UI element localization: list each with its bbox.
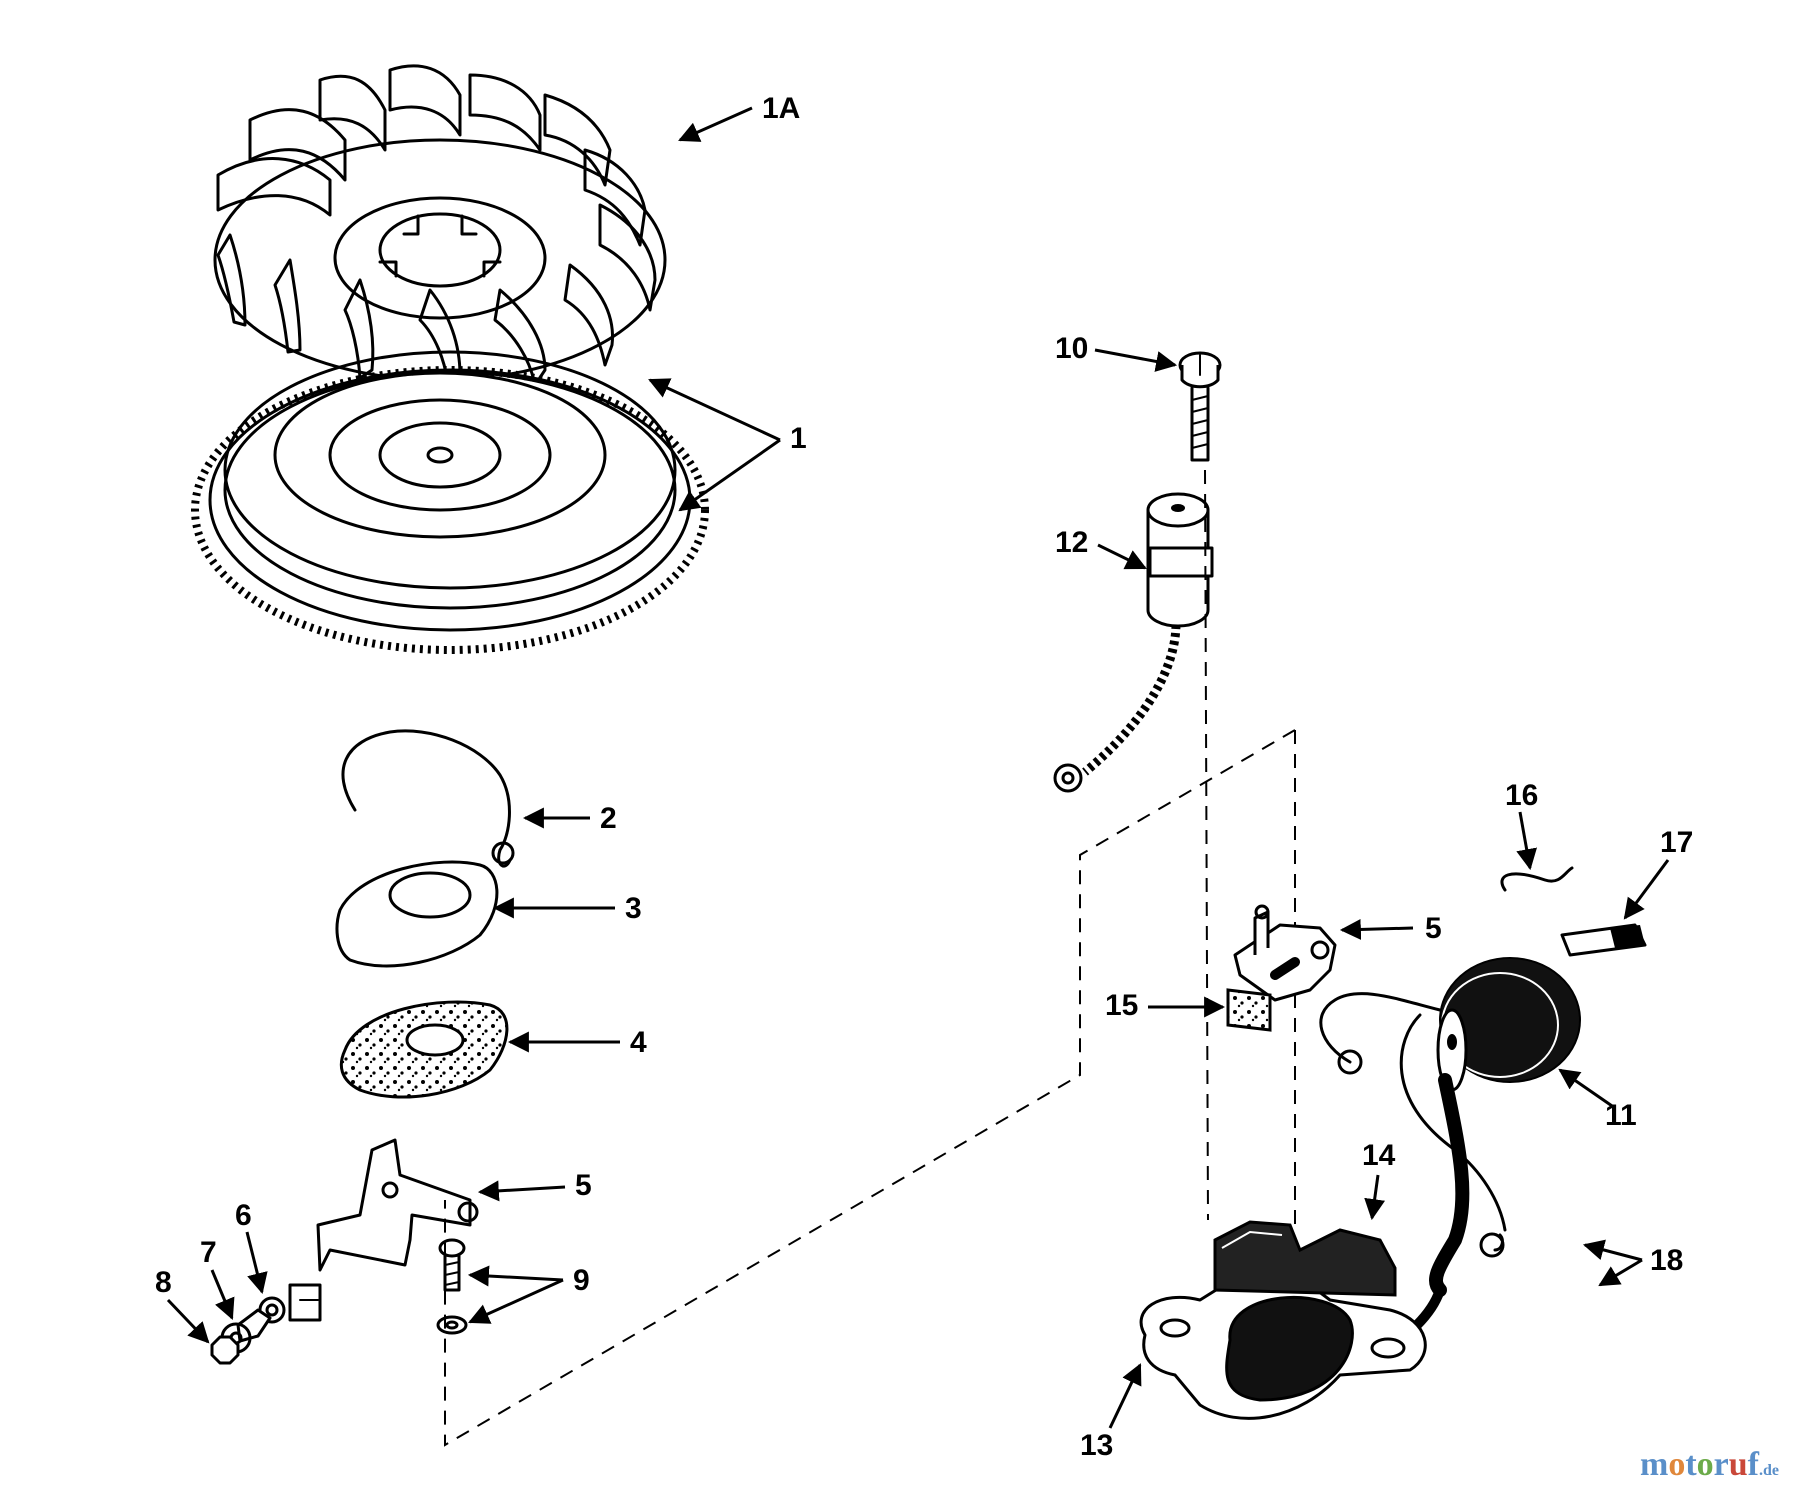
felt-pad-part: 4	[339, 1000, 647, 1099]
label-9: 9	[573, 1264, 590, 1297]
armature-part: 13	[1080, 1268, 1427, 1462]
core-part: 14	[1213, 1139, 1397, 1297]
cover-part: 3	[335, 860, 642, 968]
label-5-left: 5	[575, 1169, 592, 1202]
label-14: 13	[1080, 1429, 1113, 1462]
watermark-logo-text: motoruf.de	[1640, 1446, 1779, 1483]
screw-part: 10	[1055, 332, 1222, 462]
label-3: 3	[625, 892, 642, 925]
label-4: 4	[630, 1026, 647, 1059]
label-6: 6	[235, 1199, 252, 1232]
label-12: 18	[1650, 1244, 1683, 1277]
label-8: 8	[155, 1266, 172, 1299]
coil-part: 11	[1319, 957, 1637, 1232]
label-16: 15	[1105, 989, 1138, 1022]
label-7: 7	[200, 1236, 217, 1269]
condenser-part: 12	[1053, 492, 1214, 793]
label-5-right: 5	[1425, 912, 1442, 945]
bracket-right-part: 5	[1233, 904, 1442, 1002]
fan-part: 1A	[213, 64, 800, 387]
label-18: 17	[1660, 826, 1693, 859]
screw-washer-part: 9	[436, 1238, 590, 1335]
label-2: 2	[600, 802, 617, 835]
label-1a: 1A	[762, 92, 800, 125]
small-hardware-group: 6 7 8	[155, 1199, 322, 1365]
watermark-logo: motoruf.de	[1640, 1446, 1779, 1483]
label-15: 14	[1362, 1139, 1396, 1172]
clip-insulator-group: 16 17	[1500, 779, 1693, 957]
label-17: 16	[1505, 779, 1538, 812]
bracket-left-part: 5	[316, 1138, 592, 1272]
flywheel-part: 1	[191, 350, 807, 654]
label-10: 10	[1055, 332, 1088, 365]
wedge-part: 15	[1105, 988, 1272, 1032]
spring-part: 2	[341, 729, 617, 868]
label-1: 1	[790, 422, 807, 455]
label-13: 12	[1055, 526, 1088, 559]
